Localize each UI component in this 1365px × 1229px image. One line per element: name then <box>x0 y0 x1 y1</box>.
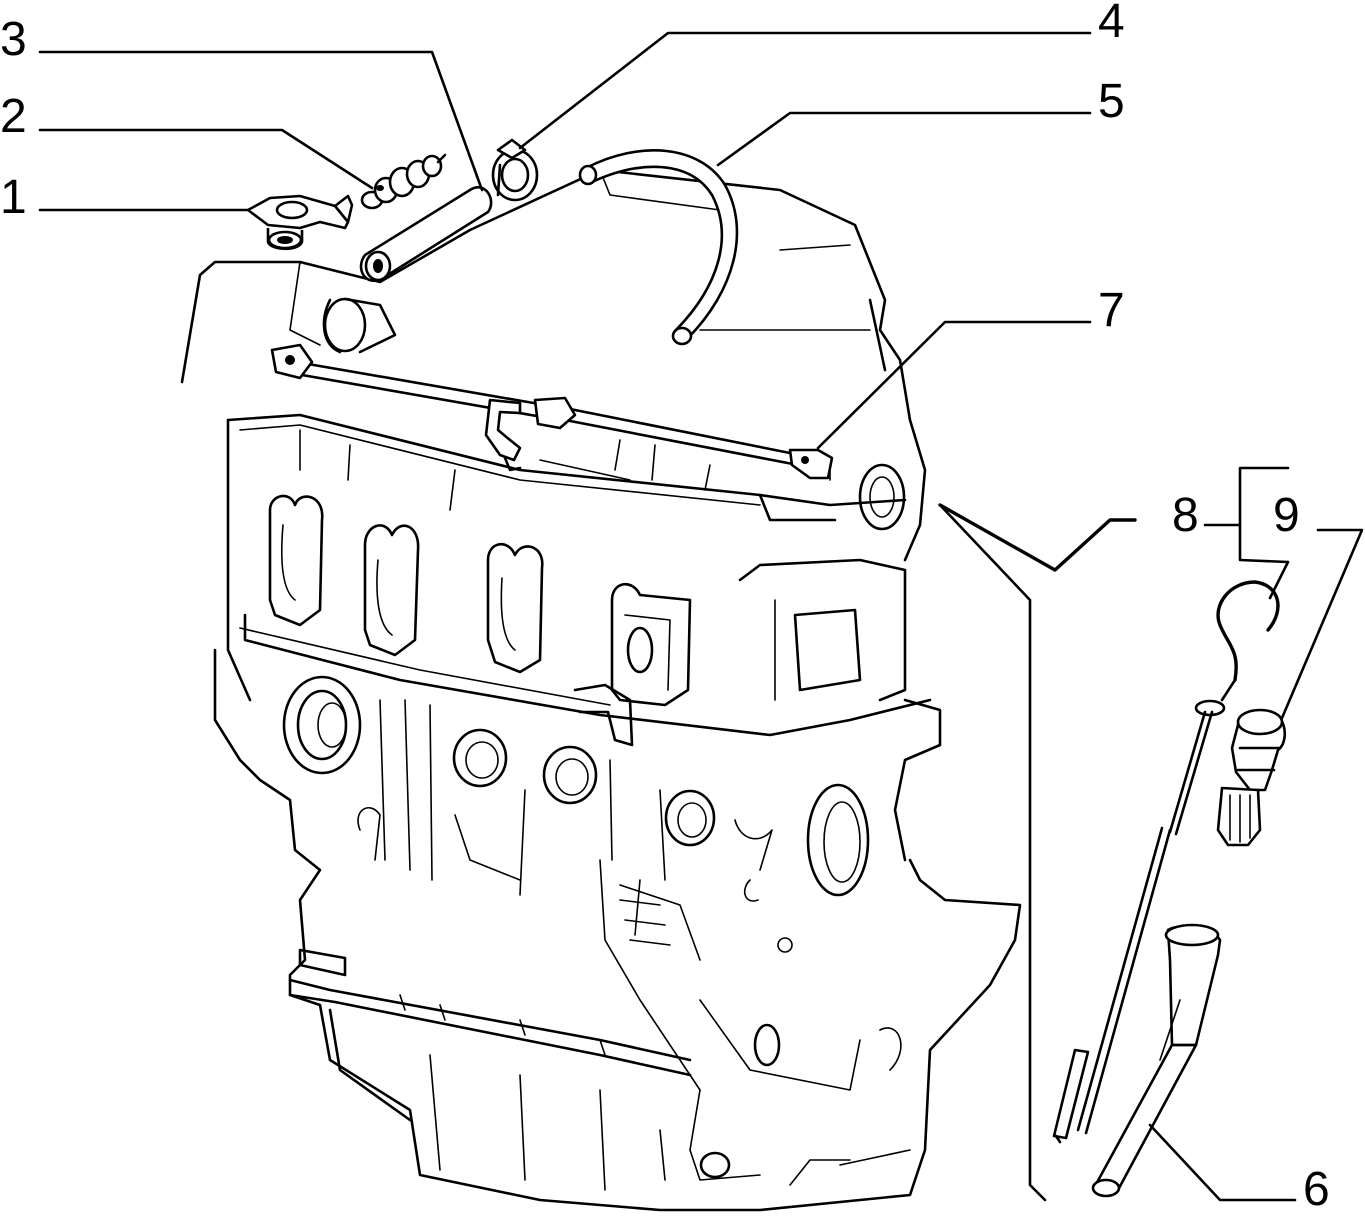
leader-8 <box>1268 560 1290 600</box>
bracket-group-8-9 <box>1203 466 1290 564</box>
part-2-breather-valve <box>360 153 447 210</box>
part-8-dipstick <box>1052 580 1280 1144</box>
leader-2 <box>38 128 374 190</box>
part-4-hose-clamp <box>491 138 539 202</box>
chevron-pointer <box>938 503 1137 572</box>
leader-7 <box>816 320 1092 450</box>
leader-9 <box>1280 528 1364 720</box>
part-6-dipstick-tube <box>1091 923 1222 1198</box>
part-3-hose <box>359 186 493 282</box>
callout-7: 7 <box>1098 284 1125 337</box>
part-7-oil-pipe <box>270 343 834 480</box>
engine-block <box>180 168 1022 1212</box>
part-9-dipstick-cap <box>1216 708 1287 847</box>
callout-labels: 1 2 3 4 5 6 7 8 9 <box>0 0 1330 1216</box>
callout-5: 5 <box>1098 75 1125 128</box>
assembly-bracket-line <box>938 503 1047 1202</box>
leader-5 <box>716 111 1092 167</box>
callout-3: 3 <box>0 13 27 66</box>
part-1-bracket-cap <box>246 194 354 251</box>
part-5-breather-hose <box>578 149 739 346</box>
leader-3 <box>38 50 484 192</box>
callout-4: 4 <box>1098 0 1125 48</box>
callout-8: 8 <box>1172 489 1199 542</box>
leader-6 <box>1148 1123 1297 1202</box>
callout-2: 2 <box>0 90 27 143</box>
callout-9: 9 <box>1273 489 1300 542</box>
callout-6: 6 <box>1303 1163 1330 1216</box>
leader-4 <box>518 31 1092 150</box>
callout-1: 1 <box>0 171 27 224</box>
leader-lines <box>38 31 1364 1202</box>
